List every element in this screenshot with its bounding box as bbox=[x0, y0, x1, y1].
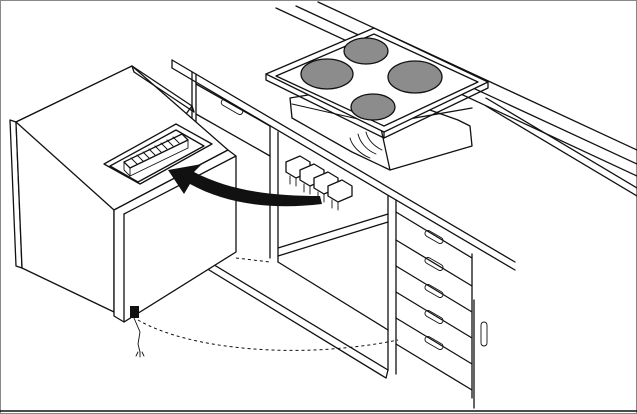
hotplate-right bbox=[387, 60, 443, 94]
drawer-handle-top-left bbox=[220, 99, 244, 115]
hotplate-front bbox=[350, 93, 396, 121]
oven bbox=[9, 65, 237, 358]
drawer-handle-4 bbox=[424, 310, 444, 324]
drawer-handle-1 bbox=[424, 230, 444, 244]
drawer-stack bbox=[395, 211, 488, 399]
connector-block bbox=[285, 155, 353, 211]
door-handle bbox=[480, 321, 488, 347]
drawer-handle-5 bbox=[424, 336, 444, 350]
cable-route-arc bbox=[137, 319, 399, 351]
drawer-handle-3 bbox=[424, 284, 444, 298]
hotplate-left bbox=[300, 58, 354, 90]
connection-arrow bbox=[168, 164, 322, 207]
drawer-handle-2 bbox=[424, 257, 444, 271]
cooktop bbox=[265, 27, 489, 139]
hotplate-back bbox=[343, 37, 389, 65]
cable-route-back bbox=[235, 257, 271, 263]
oven-plug bbox=[130, 306, 139, 318]
base-cabinet bbox=[191, 71, 475, 409]
